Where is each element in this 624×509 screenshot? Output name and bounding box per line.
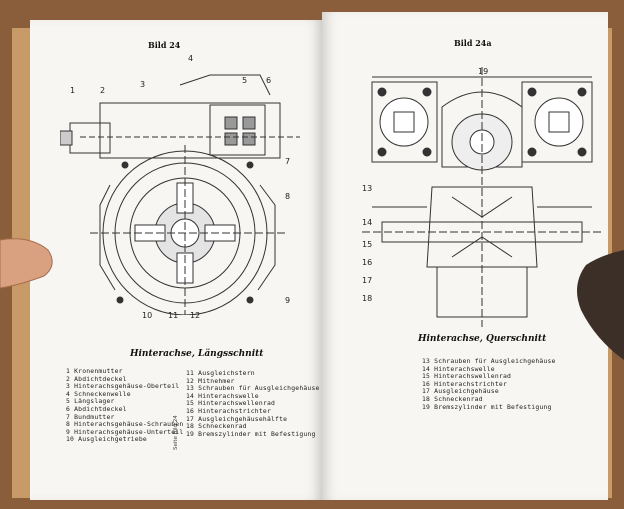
callout-17: 17 bbox=[362, 276, 373, 285]
callout-9: 9 bbox=[285, 296, 291, 305]
legend-entry: 13 Schrauben für Ausgleichgehäuse bbox=[186, 384, 320, 393]
callout-7: 7 bbox=[285, 157, 291, 166]
right-page: Bild 24a 19 13 14 15 16 17 18 bbox=[322, 12, 608, 500]
legend-entry: 14 Hinterachswelle bbox=[422, 364, 495, 373]
left-legend-column-2: 11 Ausgleichstern 12 Mitnehmer 13 Schrau… bbox=[186, 369, 320, 438]
callout-11: 11 bbox=[168, 311, 179, 320]
legend-entry: 15 Hinterachswellenrad bbox=[422, 372, 512, 381]
legend-entry: 2 Abdichtdeckel bbox=[66, 374, 127, 383]
callout-10: 10 bbox=[142, 311, 153, 320]
right-thumb bbox=[577, 250, 624, 360]
legend-entry: 17 Ausgleichgehäusehälfte bbox=[186, 414, 288, 423]
legend-entry: 14 Hinterachswelle bbox=[186, 391, 259, 400]
legend-entry: 18 Schneckenrad bbox=[186, 422, 247, 431]
callout-18: 18 bbox=[362, 294, 373, 303]
left-legend-column-1: 1 Kronenmutter 2 Abdichtdeckel 3 Hintera… bbox=[66, 367, 184, 444]
legend-entry: 3 Hinterachsgehäuse-Oberteil bbox=[66, 382, 180, 391]
legend-entry: 17 Ausgleichgehäuse bbox=[422, 387, 499, 396]
legend-entry: 18 Schneckenrad bbox=[422, 394, 483, 403]
callout-3: 3 bbox=[140, 80, 146, 89]
legend-entry: 9 Hinterachsgehäuse-Unterteil bbox=[66, 427, 184, 436]
legend-entry: 5 Längslager bbox=[66, 397, 115, 406]
callout-5: 5 bbox=[242, 76, 248, 85]
right-page-heading: Bild 24a bbox=[454, 38, 492, 48]
legend-entry: 7 Bundmutter bbox=[66, 412, 115, 421]
right-legend: 13 Schrauben für Ausgleichgehäuse 14 Hin… bbox=[422, 357, 556, 411]
legend-entry: 4 Schneckenwelle bbox=[66, 389, 131, 398]
callout-14: 14 bbox=[362, 218, 373, 227]
right-page-caption: Hinterachse, Querschnitt bbox=[418, 334, 547, 344]
left-thumb bbox=[0, 238, 53, 289]
callout-16: 16 bbox=[362, 258, 373, 267]
callout-1: 1 bbox=[70, 86, 76, 95]
left-page-caption: Hinterachse, Längsschnitt bbox=[130, 349, 264, 359]
callout-8: 8 bbox=[285, 192, 291, 201]
legend-entry: 19 Bremszylinder mit Befestigung bbox=[422, 402, 552, 411]
legend-entry: 15 Hinterachswellenrad bbox=[186, 399, 276, 408]
legend-entry: 11 Ausgleichstern bbox=[186, 369, 255, 377]
callout-12: 12 bbox=[190, 311, 201, 320]
callout-2: 2 bbox=[100, 86, 106, 95]
legend-entry: 10 Ausgleichgetriebe bbox=[66, 435, 147, 444]
left-page: Bild 24 1 2 3 4 5 6 7 8 9 10 11 12 bbox=[30, 20, 322, 500]
legend-entry: 13 Schrauben für Ausgleichgehäuse bbox=[422, 357, 556, 365]
legend-entry: 6 Abdichtdeckel bbox=[66, 404, 127, 413]
side-note: Seite Bild 24 bbox=[173, 415, 179, 450]
legend-entry: 16 Hinterachstrichter bbox=[186, 406, 271, 415]
left-page-heading: Bild 24 bbox=[148, 40, 181, 50]
legend-entry: 19 Bremszylinder mit Befestigung bbox=[186, 429, 316, 438]
callout-6: 6 bbox=[266, 76, 272, 85]
legend-entry: 1 Kronenmutter bbox=[66, 367, 123, 375]
legend-entry: 12 Mitnehmer bbox=[186, 376, 235, 385]
callout-19: 19 bbox=[478, 67, 489, 76]
callout-15: 15 bbox=[362, 240, 373, 249]
legend-entry: 8 Hinterachsgehäuse-Schrauben bbox=[66, 420, 184, 429]
longitudinal-section-drawing bbox=[60, 74, 300, 315]
cross-section-drawing bbox=[362, 67, 602, 327]
legend-entry: 16 Hinterachstrichter bbox=[422, 379, 507, 388]
callout-4: 4 bbox=[188, 54, 194, 63]
callout-13: 13 bbox=[362, 184, 373, 193]
